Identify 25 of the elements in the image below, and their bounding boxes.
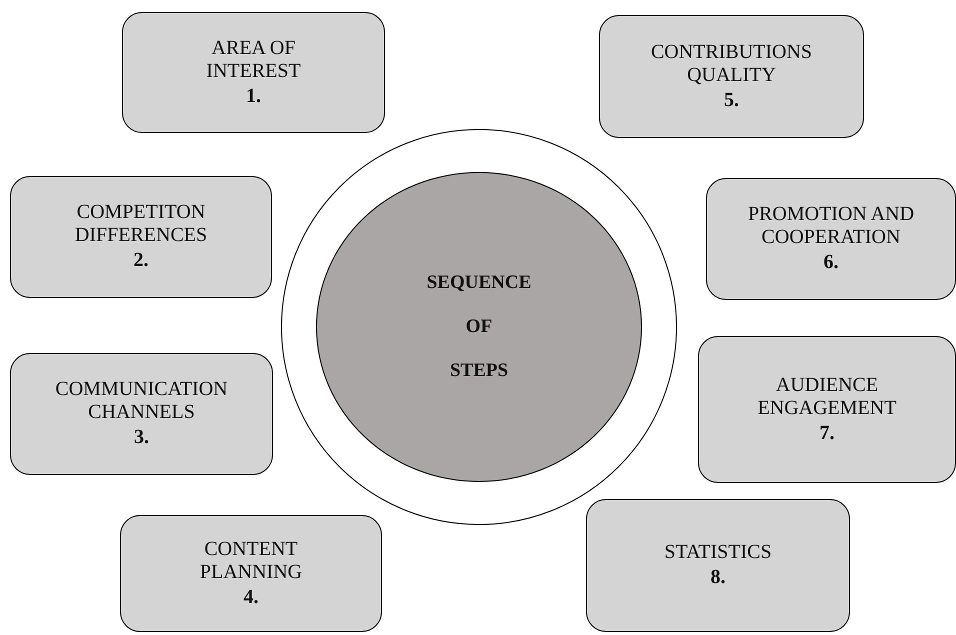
step-label: STATISTICS <box>664 541 772 564</box>
step-label: AREA OF INTEREST <box>205 36 302 82</box>
step-number: 6. <box>824 250 838 275</box>
step-number: 2. <box>134 248 148 273</box>
step-label: PROMOTION AND COOPERATION <box>746 203 916 249</box>
step-box <box>586 499 850 632</box>
step-number: 5. <box>724 88 739 112</box>
step-number: 7. <box>820 420 834 446</box>
step-box <box>698 336 956 483</box>
step-box <box>120 515 382 632</box>
step-box <box>10 353 273 475</box>
step-box <box>10 176 272 298</box>
step-number: 4. <box>244 584 258 610</box>
step-number: 1. <box>246 84 261 108</box>
step-number: 3. <box>134 425 149 450</box>
step-label: CONTENT PLANNING <box>198 538 304 584</box>
step-label: COMPETITON DIFFERENCES <box>74 201 208 247</box>
step-label: COMMUNICATION CHANNELS <box>54 378 229 424</box>
step-label: AUDIENCE ENGAGEMENT <box>756 374 898 420</box>
center-label: SEQUENCE OF STEPS <box>426 271 532 383</box>
step-box <box>122 12 385 133</box>
step-label: CONTRIBUTIONS QUALITY <box>650 40 814 86</box>
step-box <box>706 178 956 300</box>
step-number: 8. <box>710 565 726 590</box>
step-box <box>599 15 864 138</box>
